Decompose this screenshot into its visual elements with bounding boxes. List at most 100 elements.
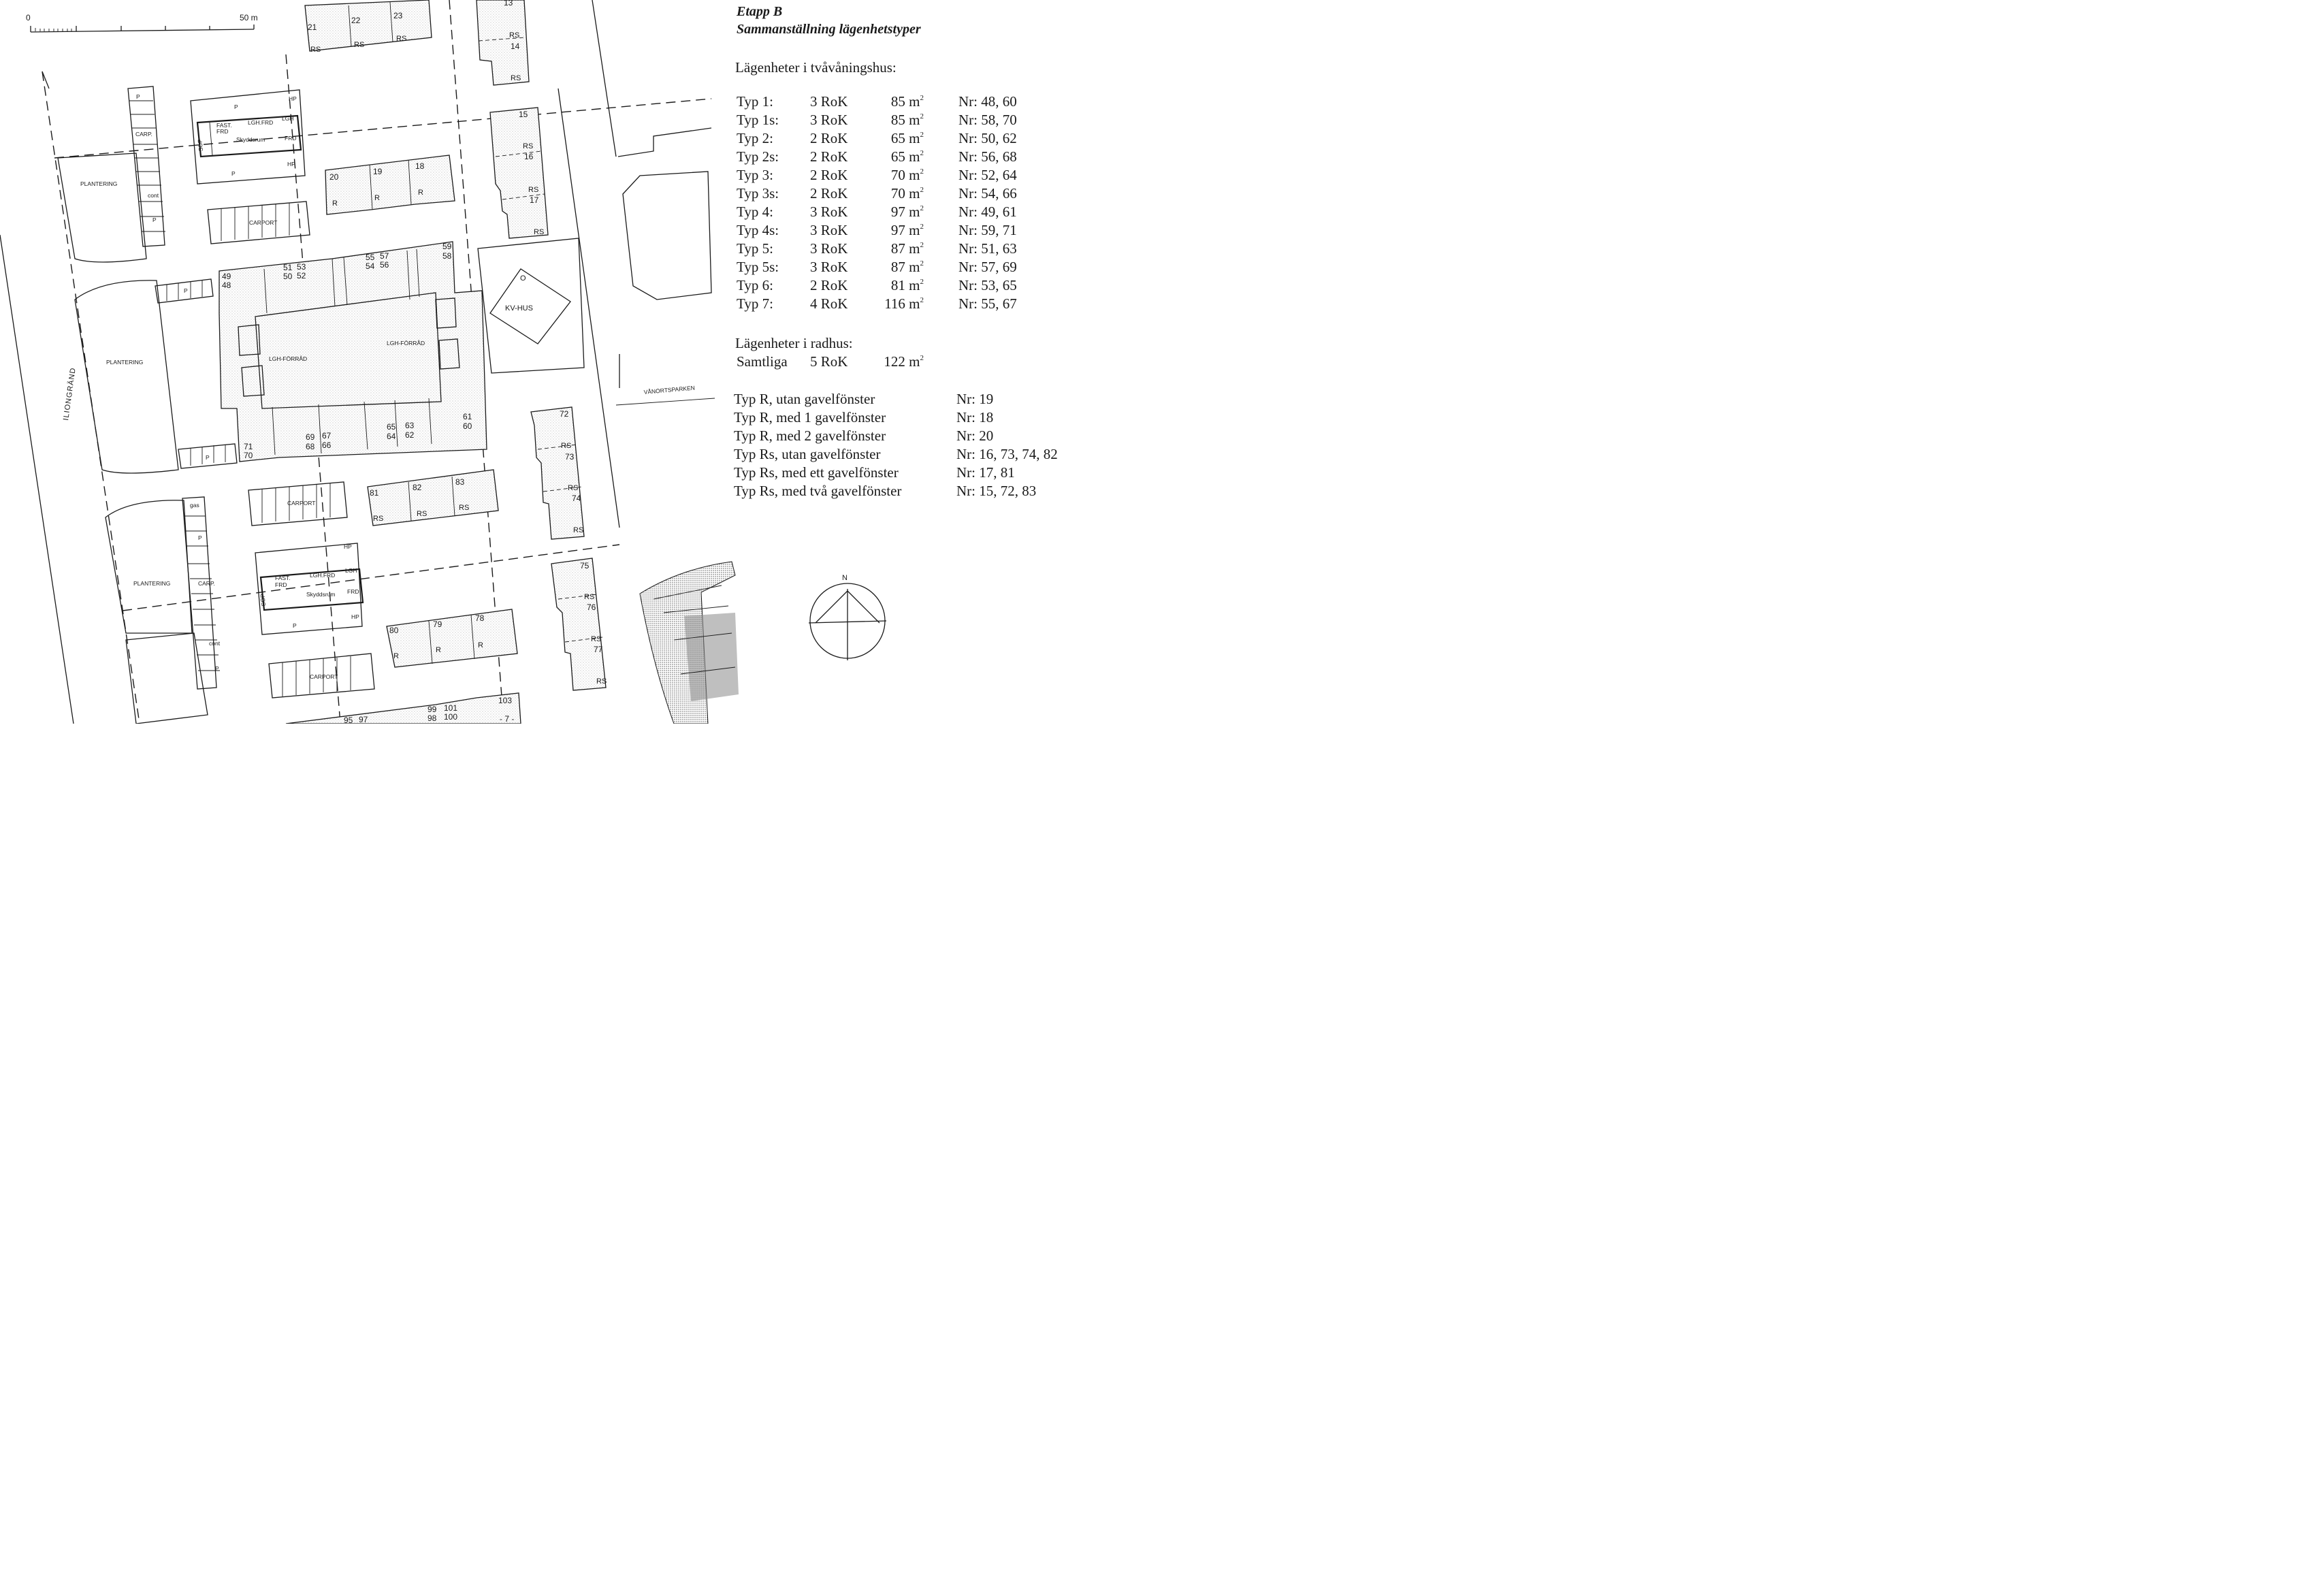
plan-label: FRD bbox=[285, 135, 296, 142]
type-numbers: Nr: 57, 69 bbox=[958, 259, 1017, 275]
plan-label: P bbox=[231, 170, 236, 177]
type-area: 97 m2 bbox=[890, 204, 924, 220]
legend-subtitle: Sammanställning lägenhetstyper bbox=[737, 22, 921, 37]
row-houses: 21 22 23 RS RS RS 13 RS 14 RS 15 RS 16 R… bbox=[285, 0, 607, 724]
street-name: ILIONGRÄND bbox=[62, 367, 78, 421]
plan-label: FRD bbox=[275, 581, 287, 588]
plan-label: FAST. bbox=[216, 122, 232, 129]
park-area: VÅNORTSPARKEN bbox=[615, 127, 715, 406]
plan-label: 82 bbox=[413, 483, 422, 492]
plan-label: P bbox=[293, 622, 297, 629]
north-label: N bbox=[842, 574, 848, 582]
plan-label: RS bbox=[417, 510, 427, 518]
type-numbers: Nr: 53, 65 bbox=[958, 277, 1017, 293]
type-area: 87 m2 bbox=[890, 240, 924, 257]
type-area: 85 m2 bbox=[890, 93, 924, 110]
plan-label: HP bbox=[289, 95, 297, 102]
planting-label-3: PLANTERING bbox=[133, 580, 170, 587]
plan-label: 81 bbox=[370, 488, 379, 498]
plan-label: O bbox=[520, 274, 526, 283]
plan-label: 103 bbox=[498, 696, 512, 705]
parking-p-3: P bbox=[198, 534, 202, 541]
type-numbers: Nr: 48, 60 bbox=[958, 93, 1017, 110]
planting-areas: PLANTERING PLANTERING PLANTERING bbox=[57, 152, 208, 724]
plan-label: 63 bbox=[405, 421, 415, 430]
plan-label: 22 bbox=[351, 16, 361, 25]
gas-label: gas bbox=[190, 502, 199, 509]
type-label: Typ 4s: bbox=[737, 222, 779, 238]
radhus-type-numbers: Nr: 20 bbox=[956, 428, 994, 444]
plan-label: LGH bbox=[282, 115, 293, 122]
type-label: Typ 4: bbox=[737, 204, 773, 220]
plan-label: RS bbox=[373, 515, 383, 523]
radhus-type-numbers: Nr: 19 bbox=[956, 391, 994, 407]
type-rooms: 2 RoK bbox=[810, 148, 848, 165]
cont-label-1: cont bbox=[148, 192, 159, 199]
radhus-type-label: Typ R, utan gavelfönster bbox=[734, 391, 875, 407]
plan-label: CARPORT bbox=[287, 500, 315, 506]
plan-label: RS bbox=[310, 46, 321, 54]
plan-label: LGH.FRD bbox=[248, 119, 273, 126]
twostory-heading: Lägenheter i tvåvåningshus: bbox=[735, 59, 897, 76]
plan-label: 52 bbox=[297, 271, 306, 280]
radhus-type-label: Typ Rs, med två gavelfönster bbox=[734, 483, 902, 499]
type-rooms: 2 RoK bbox=[810, 130, 848, 146]
plan-label: 57 bbox=[380, 251, 389, 261]
plan-label: RS bbox=[396, 35, 406, 43]
parking-p-1: P bbox=[136, 93, 140, 100]
type-label: Typ 5: bbox=[737, 240, 773, 257]
plan-label: 16 bbox=[524, 152, 534, 161]
plan-label: 62 bbox=[405, 430, 415, 440]
plan-label: 73 bbox=[565, 452, 575, 462]
plan-label: 15 bbox=[519, 110, 528, 119]
plan-label: SOP bbox=[259, 594, 267, 607]
plan-label: 66 bbox=[322, 440, 332, 450]
plan-label: 76 bbox=[587, 602, 596, 612]
street-lines: ILIONGRÄND bbox=[0, 71, 140, 724]
plan-label: 95 bbox=[344, 715, 353, 724]
service-building-south: SOP FAST. FRD LGH.FRD LGH Skyddsrum FRD … bbox=[255, 543, 364, 635]
plan-label: FAST. bbox=[275, 575, 291, 581]
plan-label: 78 bbox=[475, 613, 485, 623]
type-label: Typ 5s: bbox=[737, 259, 779, 275]
scale-bar: 0 50 m bbox=[26, 13, 258, 33]
radhus-rooms: 5 RoK bbox=[810, 353, 848, 370]
type-numbers: Nr: 51, 63 bbox=[958, 240, 1017, 257]
type-rooms: 3 RoK bbox=[810, 240, 848, 257]
plan-label: Skyddsrum bbox=[306, 591, 336, 598]
scale-end-label: 50 m bbox=[240, 13, 258, 22]
plan-label: RS bbox=[523, 142, 533, 150]
plan-label: P bbox=[234, 103, 238, 110]
plan-label: 19 bbox=[373, 167, 383, 176]
plan-label: 97 bbox=[359, 715, 368, 724]
type-rooms: 3 RoK bbox=[810, 112, 848, 128]
plan-label: R bbox=[374, 194, 380, 202]
plan-label: RS bbox=[568, 484, 578, 492]
plan-label: 53 bbox=[297, 262, 306, 272]
plan-label: FRD bbox=[347, 588, 359, 595]
type-label: Typ 6: bbox=[737, 277, 773, 293]
key-map bbox=[639, 561, 739, 724]
radhus-type-numbers: Nr: 16, 73, 74, 82 bbox=[956, 446, 1058, 462]
carp-label-2: CARP. bbox=[198, 580, 215, 587]
type-label: Typ 3: bbox=[737, 167, 773, 183]
type-area: 85 m2 bbox=[890, 112, 924, 128]
kv-hus: KV-HUS O bbox=[477, 238, 585, 374]
radhus-heading: Lägenheter i radhus: bbox=[735, 335, 853, 351]
type-numbers: Nr: 58, 70 bbox=[958, 112, 1017, 128]
plan-label: R bbox=[436, 646, 441, 654]
plan-label: 79 bbox=[433, 620, 442, 629]
carports: CARPORT CARPORT CARPORT bbox=[207, 201, 375, 698]
type-rooms: 2 RoK bbox=[810, 277, 848, 293]
plan-label: R bbox=[393, 652, 399, 660]
plan-label: RS bbox=[509, 31, 519, 39]
plan-label: RS bbox=[561, 442, 571, 450]
plan-label: 49 bbox=[222, 272, 231, 281]
type-rooms: 3 RoK bbox=[810, 93, 848, 110]
page-number: - 7 - bbox=[500, 714, 514, 724]
type-label: Typ 3s: bbox=[737, 185, 779, 202]
site-plan: 0 50 m ILIONGRÄND PLANTERING PLANTERING … bbox=[0, 0, 887, 724]
type-area: 70 m2 bbox=[890, 167, 924, 183]
plan-label: 17 bbox=[530, 195, 539, 205]
plan-label: HP bbox=[351, 613, 359, 620]
